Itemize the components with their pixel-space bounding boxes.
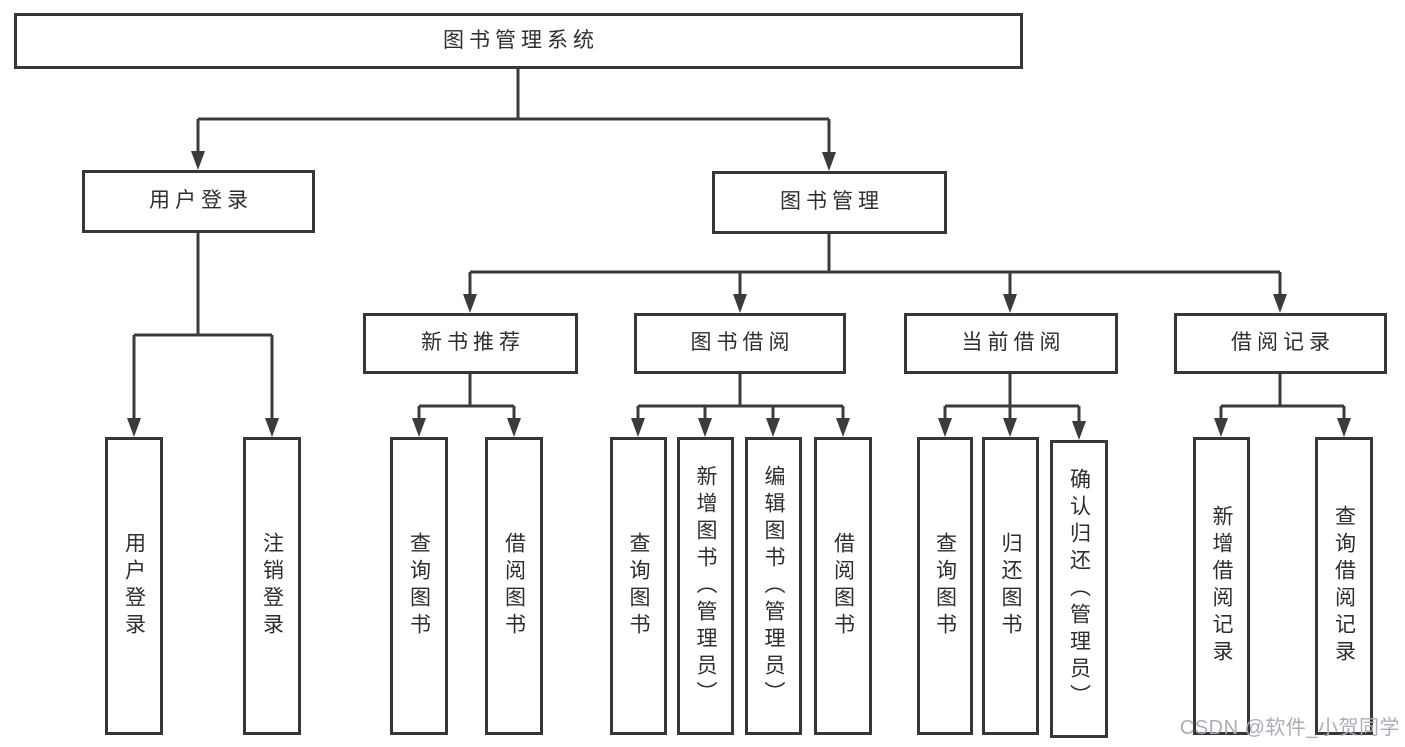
leaf-borrowing-add-book-admin: 新增图书（管理员）: [677, 437, 734, 735]
leaf-label: 归还图书: [999, 532, 1022, 640]
leaf-label: 查询借阅记录: [1332, 505, 1356, 667]
arrow-icon: [1003, 418, 1017, 437]
node-label: 图书借阅: [690, 331, 795, 355]
leaf-label: 查询图书: [933, 532, 957, 640]
arrow-icon: [265, 418, 279, 437]
leaf-label: 编辑图书（管理员）: [762, 464, 785, 708]
node-book-management: 图书管理: [712, 171, 947, 234]
arrow-icon: [412, 418, 426, 437]
csdn-watermark: CSDN @软件_小贺同学: [1179, 717, 1400, 739]
leaf-borrowing-borrow-book: 借阅图书: [814, 437, 872, 735]
leaf-logout: 注销登录: [243, 437, 301, 735]
arrow-icon: [127, 418, 141, 437]
node-user-login-branch: 用户登录: [82, 170, 315, 233]
arrow-icon: [1072, 421, 1086, 440]
leaf-borrowing-query-book: 查询图书: [610, 437, 667, 735]
node-borrowing-records: 借阅记录: [1174, 313, 1387, 374]
leaf-current-confirm-return-admin: 确认归还（管理员）: [1050, 440, 1108, 738]
arrow-icon: [733, 294, 747, 313]
leaf-borrowing-edit-book-admin: 编辑图书（管理员）: [745, 437, 802, 735]
connector-root: [196, 69, 831, 155]
arrowheads: [127, 151, 1351, 440]
arrow-icon: [938, 418, 952, 437]
leaf-current-return-book: 归还图书: [982, 437, 1039, 735]
connector-user-login-branch: [132, 233, 274, 421]
arrow-icon: [507, 418, 521, 437]
arrow-icon: [1337, 418, 1351, 437]
connector-book-management: [468, 234, 1282, 297]
node-book-borrowing: 图书借阅: [634, 313, 846, 374]
arrow-icon: [1003, 294, 1017, 313]
node-label: 借阅记录: [1231, 331, 1335, 355]
arrow-icon: [463, 294, 477, 313]
connector-borrowing-records: [1219, 374, 1346, 421]
node-root: 图书管理系统: [14, 13, 1023, 69]
leaf-current-query-book: 查询图书: [917, 437, 973, 735]
leaf-label: 用户登录: [122, 532, 146, 640]
node-label: 新书推荐: [421, 331, 525, 355]
leaf-label: 查询图书: [407, 532, 431, 640]
connector-book-borrowing: [636, 374, 845, 421]
leaf-label: 新增借阅记录: [1210, 505, 1233, 667]
node-label: 当前借阅: [961, 331, 1066, 355]
node-label: 图书管理: [780, 190, 884, 214]
arrow-icon: [631, 418, 645, 437]
node-new-book-recommend: 新书推荐: [363, 313, 578, 374]
leaf-label: 新增图书（管理员）: [694, 464, 717, 708]
node-root-label: 图书管理系统: [443, 28, 599, 52]
connector-new-book-recommend: [417, 374, 516, 421]
leaf-records-add-record: 新增借阅记录: [1193, 437, 1250, 735]
leaf-label: 借阅图书: [831, 532, 855, 640]
leaf-label: 注销登录: [260, 532, 284, 640]
leaf-user-login: 用户登录: [105, 437, 163, 735]
arrow-icon: [1273, 294, 1287, 313]
leaf-label: 查询图书: [627, 532, 650, 640]
connector-current-borrowing: [943, 374, 1081, 424]
arrow-icon: [698, 418, 712, 437]
leaf-records-query-record: 查询借阅记录: [1315, 437, 1373, 735]
leaf-recommend-query-book: 查询图书: [390, 437, 448, 735]
node-current-borrowing: 当前借阅: [904, 313, 1118, 374]
node-label: 用户登录: [149, 189, 253, 213]
arrow-icon: [1214, 418, 1228, 437]
arrow-icon: [191, 151, 205, 170]
leaf-recommend-borrow-book: 借阅图书: [485, 437, 543, 735]
leaf-label: 确认归还（管理员）: [1067, 467, 1091, 711]
arrow-icon: [766, 418, 780, 437]
arrow-icon: [836, 418, 850, 437]
leaf-label: 借阅图书: [502, 532, 526, 640]
arrow-icon: [822, 152, 836, 171]
